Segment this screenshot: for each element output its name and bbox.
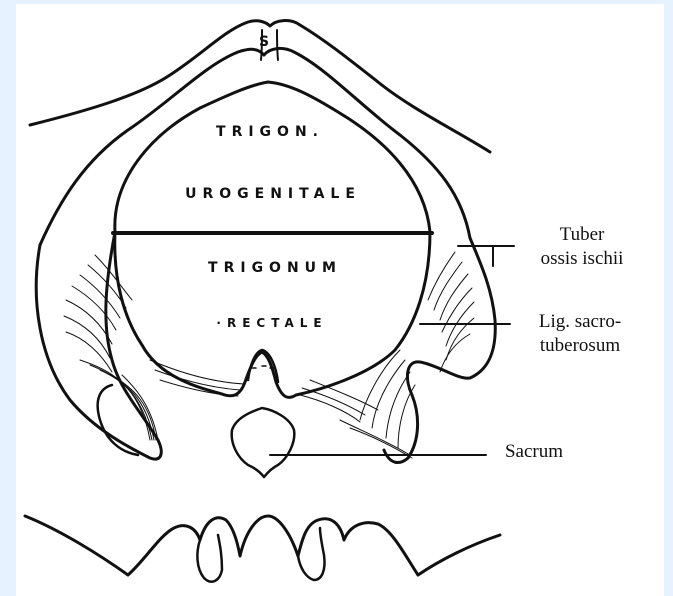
label-ligament-line1: Lig. sacro- [539,311,621,333]
label-trigon: TRIGON. [216,124,324,140]
label-tuber-line2: ossis ischii [541,248,624,270]
sacrum-body [232,408,295,477]
label-tuber-line1: Tuber [560,224,605,246]
lower-pelvis-notch-left [197,535,222,582]
label-sacrum: Sacrum [505,441,563,463]
label-ligament-line2: tuberosum [540,335,620,357]
label-trigonum: TRIGONUM [208,260,342,276]
symphysis-letter: S [259,34,269,50]
right-ischium-outline [384,238,495,463]
lower-pelvis-outline [25,516,500,575]
left-tuberosity [98,385,138,455]
label-urogenitale: UROGENITALE [185,186,361,202]
symphysis-inner-outline [40,48,470,245]
label-rectale: ·RECTALE [216,316,327,330]
left-sacrotuberous-ligament-fibers [64,255,244,440]
right-sacrotuberous-ligament-fibers [300,252,474,458]
lower-pelvis-notch-right [298,528,325,580]
